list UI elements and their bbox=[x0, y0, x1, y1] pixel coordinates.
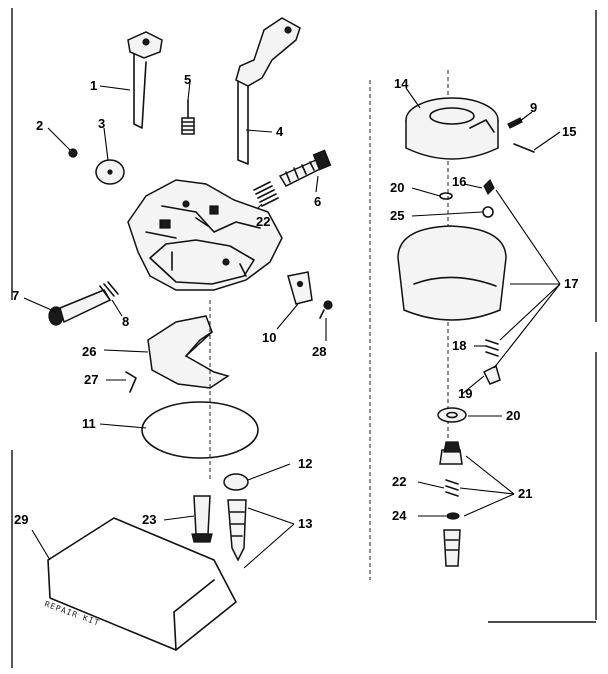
part-20-washer-lower bbox=[437, 407, 467, 423]
callout-17: 17 bbox=[564, 276, 578, 291]
part-20-washer-top bbox=[439, 192, 453, 200]
part-15-pin bbox=[513, 143, 535, 153]
carburetor-body bbox=[127, 179, 283, 291]
callout-1: 1 bbox=[90, 78, 97, 93]
part-1-throttle-shaft bbox=[127, 31, 163, 129]
part-23-nozzle bbox=[191, 495, 213, 543]
callout-6: 6 bbox=[314, 194, 321, 209]
callout-7: 7 bbox=[12, 288, 19, 303]
part-12-washer bbox=[223, 473, 249, 491]
part-8-spring bbox=[99, 281, 119, 301]
callout-11: 11 bbox=[82, 416, 96, 431]
callout-3: 3 bbox=[98, 116, 105, 131]
part-27-hinge-pin bbox=[125, 371, 137, 393]
part-26-float bbox=[147, 315, 230, 389]
part-24-o-ring bbox=[446, 512, 460, 520]
part-4-choke-shaft bbox=[235, 17, 301, 165]
part-16-needle bbox=[483, 178, 495, 196]
callout-16: 16 bbox=[452, 174, 466, 189]
part-14-bowl-cup bbox=[405, 97, 499, 160]
callout-4: 4 bbox=[276, 124, 284, 139]
part-19-clip bbox=[482, 364, 501, 385]
part-6-idle-screw bbox=[278, 149, 332, 187]
callout-20-lower: 20 bbox=[506, 408, 520, 423]
callout-13: 13 bbox=[298, 516, 312, 531]
callout-28: 28 bbox=[312, 344, 326, 359]
part-3-throttle-plate bbox=[95, 159, 125, 185]
callout-26: 26 bbox=[82, 344, 96, 359]
callout-15: 15 bbox=[562, 124, 576, 139]
callout-24: 24 bbox=[392, 508, 407, 523]
part-10-plate bbox=[287, 271, 313, 305]
part-17-fuel-bowl bbox=[397, 225, 507, 321]
callout-12: 12 bbox=[298, 456, 312, 471]
part-28-screw bbox=[319, 300, 333, 319]
callout-18: 18 bbox=[452, 338, 466, 353]
callout-22-right: 22 bbox=[392, 474, 406, 489]
part-22-spring bbox=[253, 181, 279, 207]
part-2-screw bbox=[68, 148, 78, 158]
callout-21: 21 bbox=[518, 486, 532, 501]
callout-14: 14 bbox=[394, 76, 409, 91]
part-7-adjusting-screw bbox=[48, 289, 112, 326]
callout-27: 27 bbox=[84, 372, 98, 387]
callout-20-top: 20 bbox=[390, 180, 404, 195]
callout-29: 29 bbox=[14, 512, 28, 527]
callout-23: 23 bbox=[142, 512, 156, 527]
repair-kit-label: REPAIR KIT bbox=[43, 599, 101, 627]
part-22-spring-right bbox=[445, 479, 459, 497]
callout-9: 9 bbox=[530, 100, 537, 115]
leader-lines bbox=[23, 81, 561, 569]
callout-10: 10 bbox=[262, 330, 276, 345]
callout-8: 8 bbox=[122, 314, 129, 329]
part-21-drain-valve bbox=[439, 441, 463, 567]
callout-22-left: 22 bbox=[256, 214, 270, 229]
callout-2: 2 bbox=[36, 118, 43, 133]
part-18-spring bbox=[485, 339, 499, 357]
part-13-bowl-nut bbox=[227, 499, 247, 562]
callout-5: 5 bbox=[184, 72, 191, 87]
callout-19: 19 bbox=[458, 386, 472, 401]
part-11-gasket bbox=[141, 401, 259, 459]
part-5-spring-screw bbox=[181, 99, 195, 135]
callout-25: 25 bbox=[390, 208, 404, 223]
part-9-clip bbox=[507, 117, 523, 129]
part-25-seat bbox=[482, 206, 494, 218]
